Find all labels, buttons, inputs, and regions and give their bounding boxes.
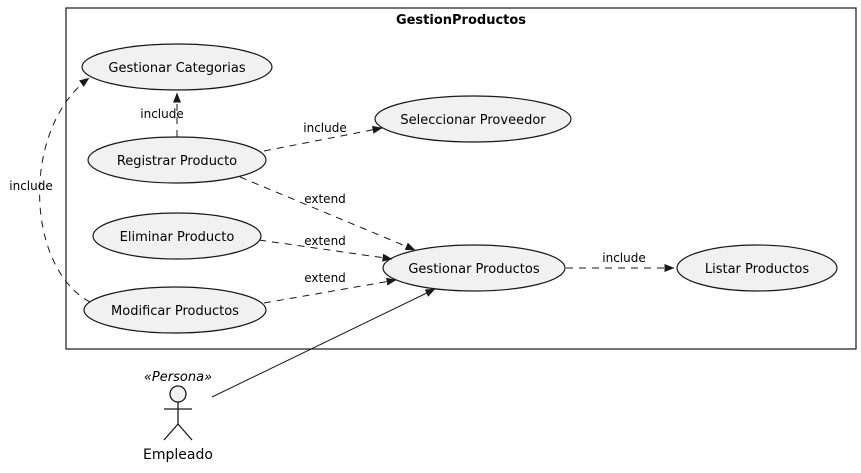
usecase-gestionar-categorias-ellipse <box>81 43 273 91</box>
edge-label-modificar-to-gestionar: extend <box>304 271 346 285</box>
system-boundary-title: GestionProductos <box>396 13 526 28</box>
usecase-listar-productos: Listar Productos <box>676 244 838 292</box>
usecase-eliminar-producto-label: Eliminar Producto <box>120 230 235 245</box>
edge-eliminar-to-gestionar <box>258 239 393 262</box>
usecase-listar-productos-ellipse <box>676 244 838 292</box>
edge-empleado-to-gestionar <box>211 288 436 398</box>
usecase-seleccionar-proveedor: Seleccionar Proveedor <box>374 95 572 143</box>
system-boundary <box>65 7 857 350</box>
edge-modificar-to-categorias <box>39 77 91 303</box>
usecase-registrar-producto-label: Registrar Producto <box>117 154 237 169</box>
edge-registrar-to-gestionar <box>239 176 416 251</box>
edge-label-registrar-to-gestionar: extend <box>304 192 346 206</box>
actor-icon <box>163 385 193 441</box>
usecase-gestionar-productos: Gestionar Productos <box>382 244 566 292</box>
edge-label-modificar-to-categorias: include <box>9 179 52 193</box>
usecase-eliminar-producto: Eliminar Producto <box>92 212 262 260</box>
usecase-gestionar-categorias: Gestionar Categorias <box>81 43 273 91</box>
usecase-modificar-productos: Modificar Productos <box>83 286 267 334</box>
usecase-gestionar-productos-label: Gestionar Productos <box>408 262 540 277</box>
actor-head <box>169 385 187 403</box>
usecase-gestionar-categorias-label: Gestionar Categorias <box>108 61 245 76</box>
edge-label-eliminar-to-gestionar: extend <box>304 234 346 248</box>
edge-label-registrar-to-proveedor: include <box>303 121 346 135</box>
usecase-listar-productos-label: Listar Productos <box>705 262 809 277</box>
actor-stereotype: «Persona» <box>144 370 212 385</box>
usecase-seleccionar-proveedor-label: Seleccionar Proveedor <box>400 113 546 128</box>
edge-modificar-to-gestionar <box>263 277 397 304</box>
actor-leg-right <box>177 423 193 441</box>
usecase-modificar-productos-label: Modificar Productos <box>111 304 239 319</box>
edge-label-registrar-to-categorias: include <box>140 107 183 121</box>
edge-label-gestionar-to-listar: include <box>602 251 645 265</box>
usecase-modificar-productos-ellipse <box>83 286 267 334</box>
usecase-seleccionar-proveedor-ellipse <box>374 95 572 143</box>
actor-empleado: «Persona» Empleado <box>143 370 213 463</box>
usecase-registrar-producto: Registrar Producto <box>87 136 267 184</box>
usecase-gestionar-productos-ellipse <box>382 244 566 292</box>
actor-leg-left <box>163 423 179 441</box>
usecase-eliminar-producto-ellipse <box>92 212 262 260</box>
actor-name: Empleado <box>143 447 213 463</box>
